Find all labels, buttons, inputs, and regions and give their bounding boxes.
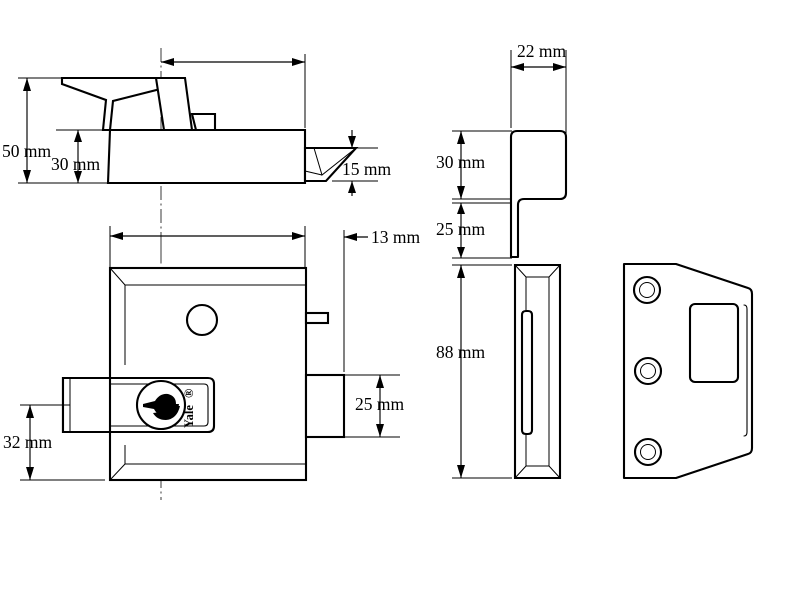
top-view-case-body	[106, 128, 307, 185]
strike-plate-screw-hole-top	[632, 275, 662, 305]
dim-30mm-top-label: 30 mm	[51, 154, 100, 174]
dim-13mm: 13 mm	[343, 227, 420, 372]
dim-top-width-upper-arrow-right	[292, 58, 305, 66]
top-view-latch-inner-edge	[304, 170, 323, 176]
dim-25mm-side-label: 25 mm	[436, 219, 485, 239]
dim-30mm-side: 30 mm	[436, 130, 512, 200]
dim-25mm-front: 25 mm	[344, 374, 404, 438]
strike-plate-bolt-aperture	[688, 302, 740, 384]
front-view-bolt-block	[304, 373, 346, 439]
strike-plate-relief-line	[743, 304, 748, 437]
dim-88mm-arrow-bottom	[457, 465, 465, 478]
dim-25mm-side-arrow-top	[457, 203, 465, 214]
side-view-lower: 88 mm	[436, 263, 562, 480]
dim-30mm-top-arrow-top	[74, 130, 82, 142]
dim-top-width-upper-arrow-left	[161, 58, 174, 66]
front-view: Yale ® 13 mm 25 mm	[3, 227, 420, 500]
strike-plate-screw-hole-middle-inner	[640, 363, 656, 379]
strike-plate-screw-hole-bottom-outer	[633, 437, 663, 467]
dim-15mm: 15 mm	[332, 130, 391, 196]
dim-25mm-front-arrow-top	[376, 375, 384, 388]
dim-25mm-side-arrow-bottom	[457, 247, 465, 258]
front-view-thumbturn-body	[61, 376, 112, 434]
dim-30mm-top: 30 mm	[51, 129, 108, 184]
front-view-key-bow	[153, 406, 180, 420]
dim-top-width-lower	[109, 226, 306, 268]
dim-88mm-label: 88 mm	[436, 342, 485, 362]
dim-30mm-side-arrow-top	[457, 131, 465, 144]
dim-25mm-front-arrow-bottom	[376, 424, 384, 437]
dim-50mm-arrow-bottom	[23, 170, 31, 183]
yale-registered-mark: ®	[182, 389, 196, 398]
dim-top-width-lower-arrow-right	[292, 232, 305, 240]
dim-50mm-arrow-top	[23, 78, 31, 91]
dim-13mm-label: 13 mm	[371, 227, 420, 247]
dim-22mm-label: 22 mm	[517, 41, 566, 61]
dim-32mm-label: 32 mm	[3, 432, 52, 452]
strike-plate-view	[622, 262, 754, 480]
dim-15mm-label: 15 mm	[342, 159, 391, 179]
dim-25mm-side: 25 mm	[436, 202, 512, 259]
front-view-screw-hole	[185, 303, 219, 337]
dim-30mm-side-label: 30 mm	[436, 152, 485, 172]
dim-15mm-arrow-bottom	[348, 181, 356, 193]
front-view-case-outline	[108, 266, 308, 482]
strike-plate-screw-hole-bottom-inner	[640, 444, 656, 460]
dim-32mm-arrow-top	[26, 405, 34, 418]
side-view-lower-bevel-bottom	[514, 465, 561, 479]
dim-15mm-arrow-top	[348, 136, 356, 148]
front-view-latch-nub	[304, 311, 330, 325]
front-view-escutcheon-inner	[71, 383, 209, 427]
strike-plate-screw-hole-top-inner	[639, 282, 655, 298]
dim-22mm-arrow-right	[553, 63, 566, 71]
strike-plate-screw-hole-middle	[633, 356, 663, 386]
strike-plate-screw-hole-middle-outer	[633, 356, 663, 386]
yale-logo-text: Yale	[182, 405, 196, 428]
dim-32mm-arrow-bottom	[26, 467, 34, 480]
dim-25mm-front-label: 25 mm	[355, 394, 404, 414]
dim-50mm-label: 50 mm	[2, 141, 51, 161]
strike-plate-screw-hole-top-outer	[632, 275, 662, 305]
top-view-cylinder-boss	[154, 76, 194, 132]
top-view-knob-step	[190, 112, 217, 132]
side-view-upper: 22 mm 30 mm 25 mm	[436, 41, 568, 259]
dim-top-width-upper	[161, 54, 306, 128]
dim-top-width-lower-arrow-left	[110, 232, 123, 240]
dim-32mm: 32 mm	[3, 404, 105, 481]
side-view-lower-bevel-top	[514, 264, 561, 278]
dim-88mm-arrow-top	[457, 265, 465, 278]
dim-22mm-arrow-left	[511, 63, 524, 71]
side-view-upper-staple-profile	[509, 129, 568, 259]
strike-plate-screw-hole-bottom	[633, 437, 663, 467]
top-view-case-left-edge	[107, 129, 111, 184]
dim-30mm-side-arrow-bottom	[457, 186, 465, 199]
dim-88mm: 88 mm	[436, 264, 512, 479]
dim-13mm-arrow-left	[344, 233, 357, 241]
dim-30mm-top-arrow-bottom	[74, 171, 82, 183]
top-view: 50 mm 30 mm	[2, 48, 391, 268]
yale-logo: Yale ®	[182, 389, 196, 428]
dim-22mm: 22 mm	[510, 41, 567, 146]
side-view-lower-slot	[520, 309, 534, 436]
